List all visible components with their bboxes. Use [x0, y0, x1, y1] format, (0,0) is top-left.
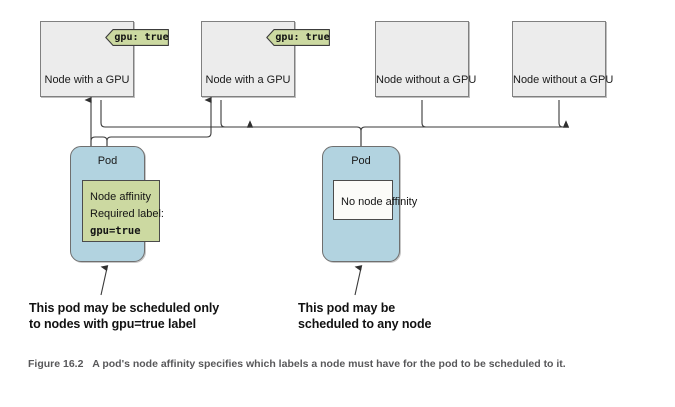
pod-affinity-spec-1: Node affinity Required label: gpu=true	[82, 180, 164, 242]
node-label-tag-2[interactable]: gpu: true	[266, 29, 330, 46]
annotation-pod-2-line-2: scheduled to any node	[298, 317, 432, 331]
edge-pod2-node4	[558, 100, 570, 128]
figure-caption: Figure 16.2 A pod's node affinity specif…	[28, 357, 638, 372]
pod-box-2[interactable]: Pod No node affinity	[322, 146, 418, 262]
node-label-1: Node with a GPU	[44, 74, 130, 86]
edge-pod2-node3	[421, 100, 570, 128]
pointer-annotation-2	[354, 265, 363, 296]
edge-pod2-node1	[100, 100, 254, 128]
pod-title-1: Pod	[97, 155, 118, 167]
pod-title-2: Pod	[351, 155, 371, 167]
edge-pod2-stem-left	[250, 126, 362, 146]
tag-shape-icon	[105, 29, 169, 46]
edge-pod2-stem-right	[360, 126, 566, 146]
node-label-4: Node without a GPU	[513, 74, 614, 86]
node-box-4[interactable]: Node without a GPU	[512, 21, 614, 97]
figure-number: Figure 16.2	[28, 358, 84, 370]
affinity-selector-value: gpu=true	[90, 225, 141, 237]
edge-pod1-node2	[106, 96, 212, 146]
tag-text-1: gpu: true	[114, 32, 169, 43]
no-affinity-line: No node affinity	[341, 196, 418, 208]
pointer-annotation-1	[100, 265, 109, 296]
edge-pod2-node2	[220, 100, 254, 128]
affinity-line-2: Required label:	[90, 208, 164, 220]
affinity-line-1: Node affinity	[90, 191, 151, 203]
pod-box-1[interactable]: Pod Node affinity Required label: gpu=tr…	[70, 146, 164, 262]
node-label-2: Node with a GPU	[205, 74, 291, 86]
annotation-pod-2-line-1: This pod may be	[298, 301, 396, 315]
node-box-3[interactable]: Node without a GPU	[375, 21, 477, 97]
tag-shape-icon	[266, 29, 330, 46]
node-label-tag-1[interactable]: gpu: true	[105, 29, 169, 46]
node-label-3: Node without a GPU	[376, 74, 477, 86]
tag-text-2: gpu: true	[275, 32, 330, 43]
annotation-pod-1-line-2: to nodes with gpu=true label	[29, 317, 197, 331]
figure-caption-text: A pod's node affinity specifies which la…	[92, 358, 566, 370]
annotation-pod-1-line-1: This pod may be scheduled only	[29, 301, 220, 315]
pod-affinity-spec-2: No node affinity	[333, 180, 418, 220]
